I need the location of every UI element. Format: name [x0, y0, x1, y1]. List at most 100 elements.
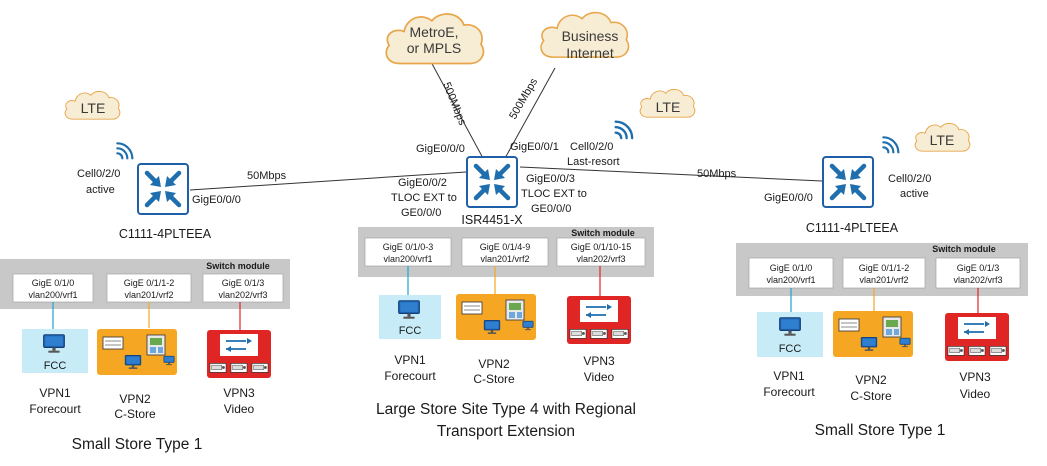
vlan-label: vlan201/vrf2 — [859, 275, 908, 285]
metro-bandwidth-label: 500Mbps — [440, 81, 468, 128]
vpn3-label: VPN3 — [959, 370, 991, 384]
cloud-lte-center: LTE — [639, 88, 696, 118]
vpn1-desc: Forecourt — [763, 385, 815, 399]
right-wan-port: GigE0/0/0 — [764, 192, 813, 204]
lte-label: LTE — [656, 99, 681, 115]
vpn3-desc: Video — [224, 402, 255, 416]
tloc-left-label: GigE0/0/2 TLOC EXT to GE0/0/0 — [391, 177, 457, 219]
wifi-icon — [116, 142, 134, 160]
vpn1-label: VPN1 — [394, 353, 426, 367]
center-switch-module: Switch module GigE 0/1/0-3 vlan200/vrf1 … — [358, 227, 654, 277]
vlan-label: vlan200/vrf1 — [383, 254, 432, 264]
link-right-branch — [519, 166, 823, 182]
cloud-lte-right: LTE — [914, 122, 971, 152]
port-label: GigE 0/1/0 — [32, 278, 75, 288]
vpn3-label: VPN3 — [223, 386, 255, 400]
cloud-metro-line2: or MPLS — [407, 40, 461, 56]
left-vpn-labels: VPN1 Forecourt VPN2 C-Store VPN3 Video — [29, 386, 255, 421]
switch-module-label: Switch module — [206, 261, 270, 271]
right-caption: Small Store Type 1 — [815, 422, 946, 439]
switch-module-label: Switch module — [571, 228, 635, 238]
right-router-icon — [823, 157, 873, 207]
hub-cell-mode: Last-resort — [567, 156, 620, 168]
port-label: GigE 0/1/3 — [957, 263, 1000, 273]
left-branch-bandwidth: 50Mbps — [247, 170, 287, 182]
vpn2-desc: C-Store — [473, 372, 515, 386]
right-cell-mode: active — [900, 188, 929, 200]
vpn3-label: VPN3 — [583, 354, 615, 368]
port-label: GigE 0/1/3 — [222, 278, 265, 288]
left-vpn-devices: FCC — [22, 329, 271, 378]
lte-label: LTE — [930, 132, 955, 148]
fcc-label: FCC — [44, 360, 67, 372]
cloud-metro-line1: MetroE, — [409, 24, 458, 40]
left-caption: Small Store Type 1 — [72, 436, 203, 453]
link-left-branch — [189, 171, 467, 191]
internet-bandwidth-label: 500Mbps — [507, 76, 540, 122]
vpn2-label: VPN2 — [855, 373, 887, 387]
video-icon — [945, 313, 1009, 361]
center-caption-line1: Large Store Site Type 4 with Regional — [376, 401, 636, 418]
tloc-right-label: GigE0/0/3 TLOC EXT to GE0/0/0 — [521, 173, 587, 215]
hub-port-gige001: GigE0/0/1 — [510, 141, 559, 153]
tloc-left-ext: TLOC EXT to — [391, 192, 457, 204]
cloud-metro: MetroE, or MPLS — [385, 13, 485, 65]
left-router-icon — [138, 164, 188, 214]
c-store-icon — [456, 294, 536, 340]
vlan-label: vlan200/vrf1 — [28, 290, 77, 300]
center-caption-line2: Transport Extension — [437, 423, 575, 440]
right-vpn-devices: FCC — [757, 311, 1009, 361]
link-internet — [503, 67, 556, 161]
left-router-name: C1111-4PLTEEA — [119, 227, 212, 241]
vpn2-desc: C-Store — [850, 389, 892, 403]
hub-cell-port: Cell0/2/0 — [570, 141, 613, 153]
right-switch-module: Switch module GigE 0/1/0 vlan200/vrf1 Gi… — [736, 243, 1028, 296]
tloc-left-target: GE0/0/0 — [401, 207, 441, 219]
vpn2-label: VPN2 — [478, 357, 510, 371]
tloc-right-ext: TLOC EXT to — [521, 188, 587, 200]
tloc-right-target: GE0/0/0 — [531, 203, 571, 215]
c-store-icon — [833, 311, 913, 357]
vpn1-desc: Forecourt — [384, 369, 436, 383]
center-vpn-devices: FCC — [379, 294, 631, 344]
vpn3-desc: Video — [584, 370, 615, 384]
video-icon — [567, 296, 631, 344]
fcc-label: FCC — [779, 343, 802, 355]
hub-router-name: ISR4451-X — [461, 213, 523, 227]
cloud-internet-line1: Business — [562, 28, 619, 44]
link-metro — [429, 59, 485, 161]
hub-router-icon — [467, 157, 517, 207]
cloud-lte-left: LTE — [64, 90, 121, 120]
tloc-left-port: GigE0/0/2 — [398, 177, 447, 189]
cloud-internet-line2: Internet — [566, 45, 614, 61]
center-vpn-labels: VPN1 Forecourt VPN2 C-Store VPN3 Video — [384, 353, 615, 386]
port-label: GigE 0/1/0-3 — [383, 242, 434, 252]
vpn1-label: VPN1 — [773, 369, 805, 383]
vpn1-desc: Forecourt — [29, 402, 81, 416]
vlan-label: vlan201/vrf2 — [480, 254, 529, 264]
wan-links — [189, 59, 823, 191]
right-cell-port: Cell0/2/0 — [888, 173, 931, 185]
left-cell-port: Cell0/2/0 — [77, 168, 120, 180]
vlan-label: vlan202/vrf3 — [953, 275, 1002, 285]
vlan-label: vlan202/vrf3 — [218, 290, 267, 300]
fcc-label: FCC — [399, 325, 422, 337]
right-router-name: C1111-4PLTEEA — [806, 221, 899, 235]
lte-label: LTE — [81, 100, 106, 116]
wifi-icon — [614, 120, 634, 140]
port-label: GigE 0/1/4-9 — [480, 242, 531, 252]
left-cell-mode: active — [86, 184, 115, 196]
right-vpn-labels: VPN1 Forecourt VPN2 C-Store VPN3 Video — [763, 369, 991, 403]
video-icon — [207, 330, 271, 378]
vpn2-label: VPN2 — [119, 392, 151, 406]
cloud-internet: Business Internet — [540, 11, 630, 61]
port-label: GigE 0/1/0 — [770, 263, 813, 273]
wifi-icon — [882, 136, 900, 154]
port-label: GigE 0/1/1-2 — [124, 278, 175, 288]
left-switch-module: Switch module GigE 0/1/0 vlan200/vrf1 Gi… — [0, 259, 290, 309]
tloc-right-port: GigE0/0/3 — [526, 173, 575, 185]
vpn1-label: VPN1 — [39, 386, 71, 400]
switch-module-label: Switch module — [932, 244, 996, 254]
vlan-label: vlan201/vrf2 — [124, 290, 173, 300]
